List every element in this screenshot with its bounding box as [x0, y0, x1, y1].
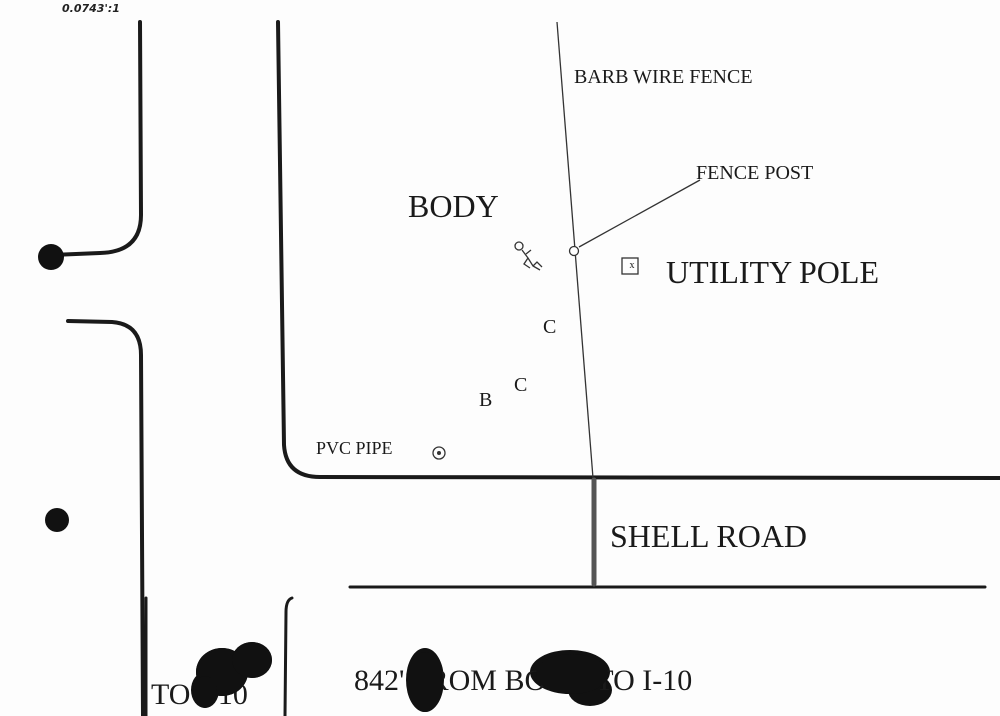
fence-post-leader: [578, 179, 701, 248]
barb-wire-fence-label: BARB WIRE FENCE: [574, 66, 753, 88]
utility-pole-marker: x: [629, 260, 635, 271]
fence-post-label: FENCE POST: [696, 162, 814, 184]
shell-road-label: SHELL ROAD: [610, 518, 808, 554]
body-figure-icon: [514, 241, 543, 271]
distance-note: 842' FROM BODY TO I-10: [354, 664, 693, 697]
pvc-pipe-label: PVC PIPE: [316, 438, 393, 458]
evidence-marker-c-lower: C: [514, 374, 528, 396]
utility-pole-label: UTILITY POLE: [666, 254, 879, 290]
fence-post-icon: [568, 245, 580, 257]
pvc-pipe-icon: [432, 446, 446, 460]
body-label: BODY: [408, 188, 499, 224]
main-road-corner: [276, 20, 1000, 480]
evidence-marker-c-upper: C: [543, 316, 557, 338]
dot-marker-upper: [38, 244, 64, 270]
to-i10-label: TO I-10: [151, 678, 248, 711]
dot-marker-lower: [45, 508, 69, 532]
evidence-marker-b: B: [479, 389, 493, 411]
left-road-lower-edge: [66, 319, 145, 716]
left-road-upper-edge: [50, 20, 144, 257]
utility-pole-icon: [621, 257, 639, 275]
scale-label: 0.0743':1: [62, 2, 120, 15]
bracket-right: [283, 596, 294, 716]
